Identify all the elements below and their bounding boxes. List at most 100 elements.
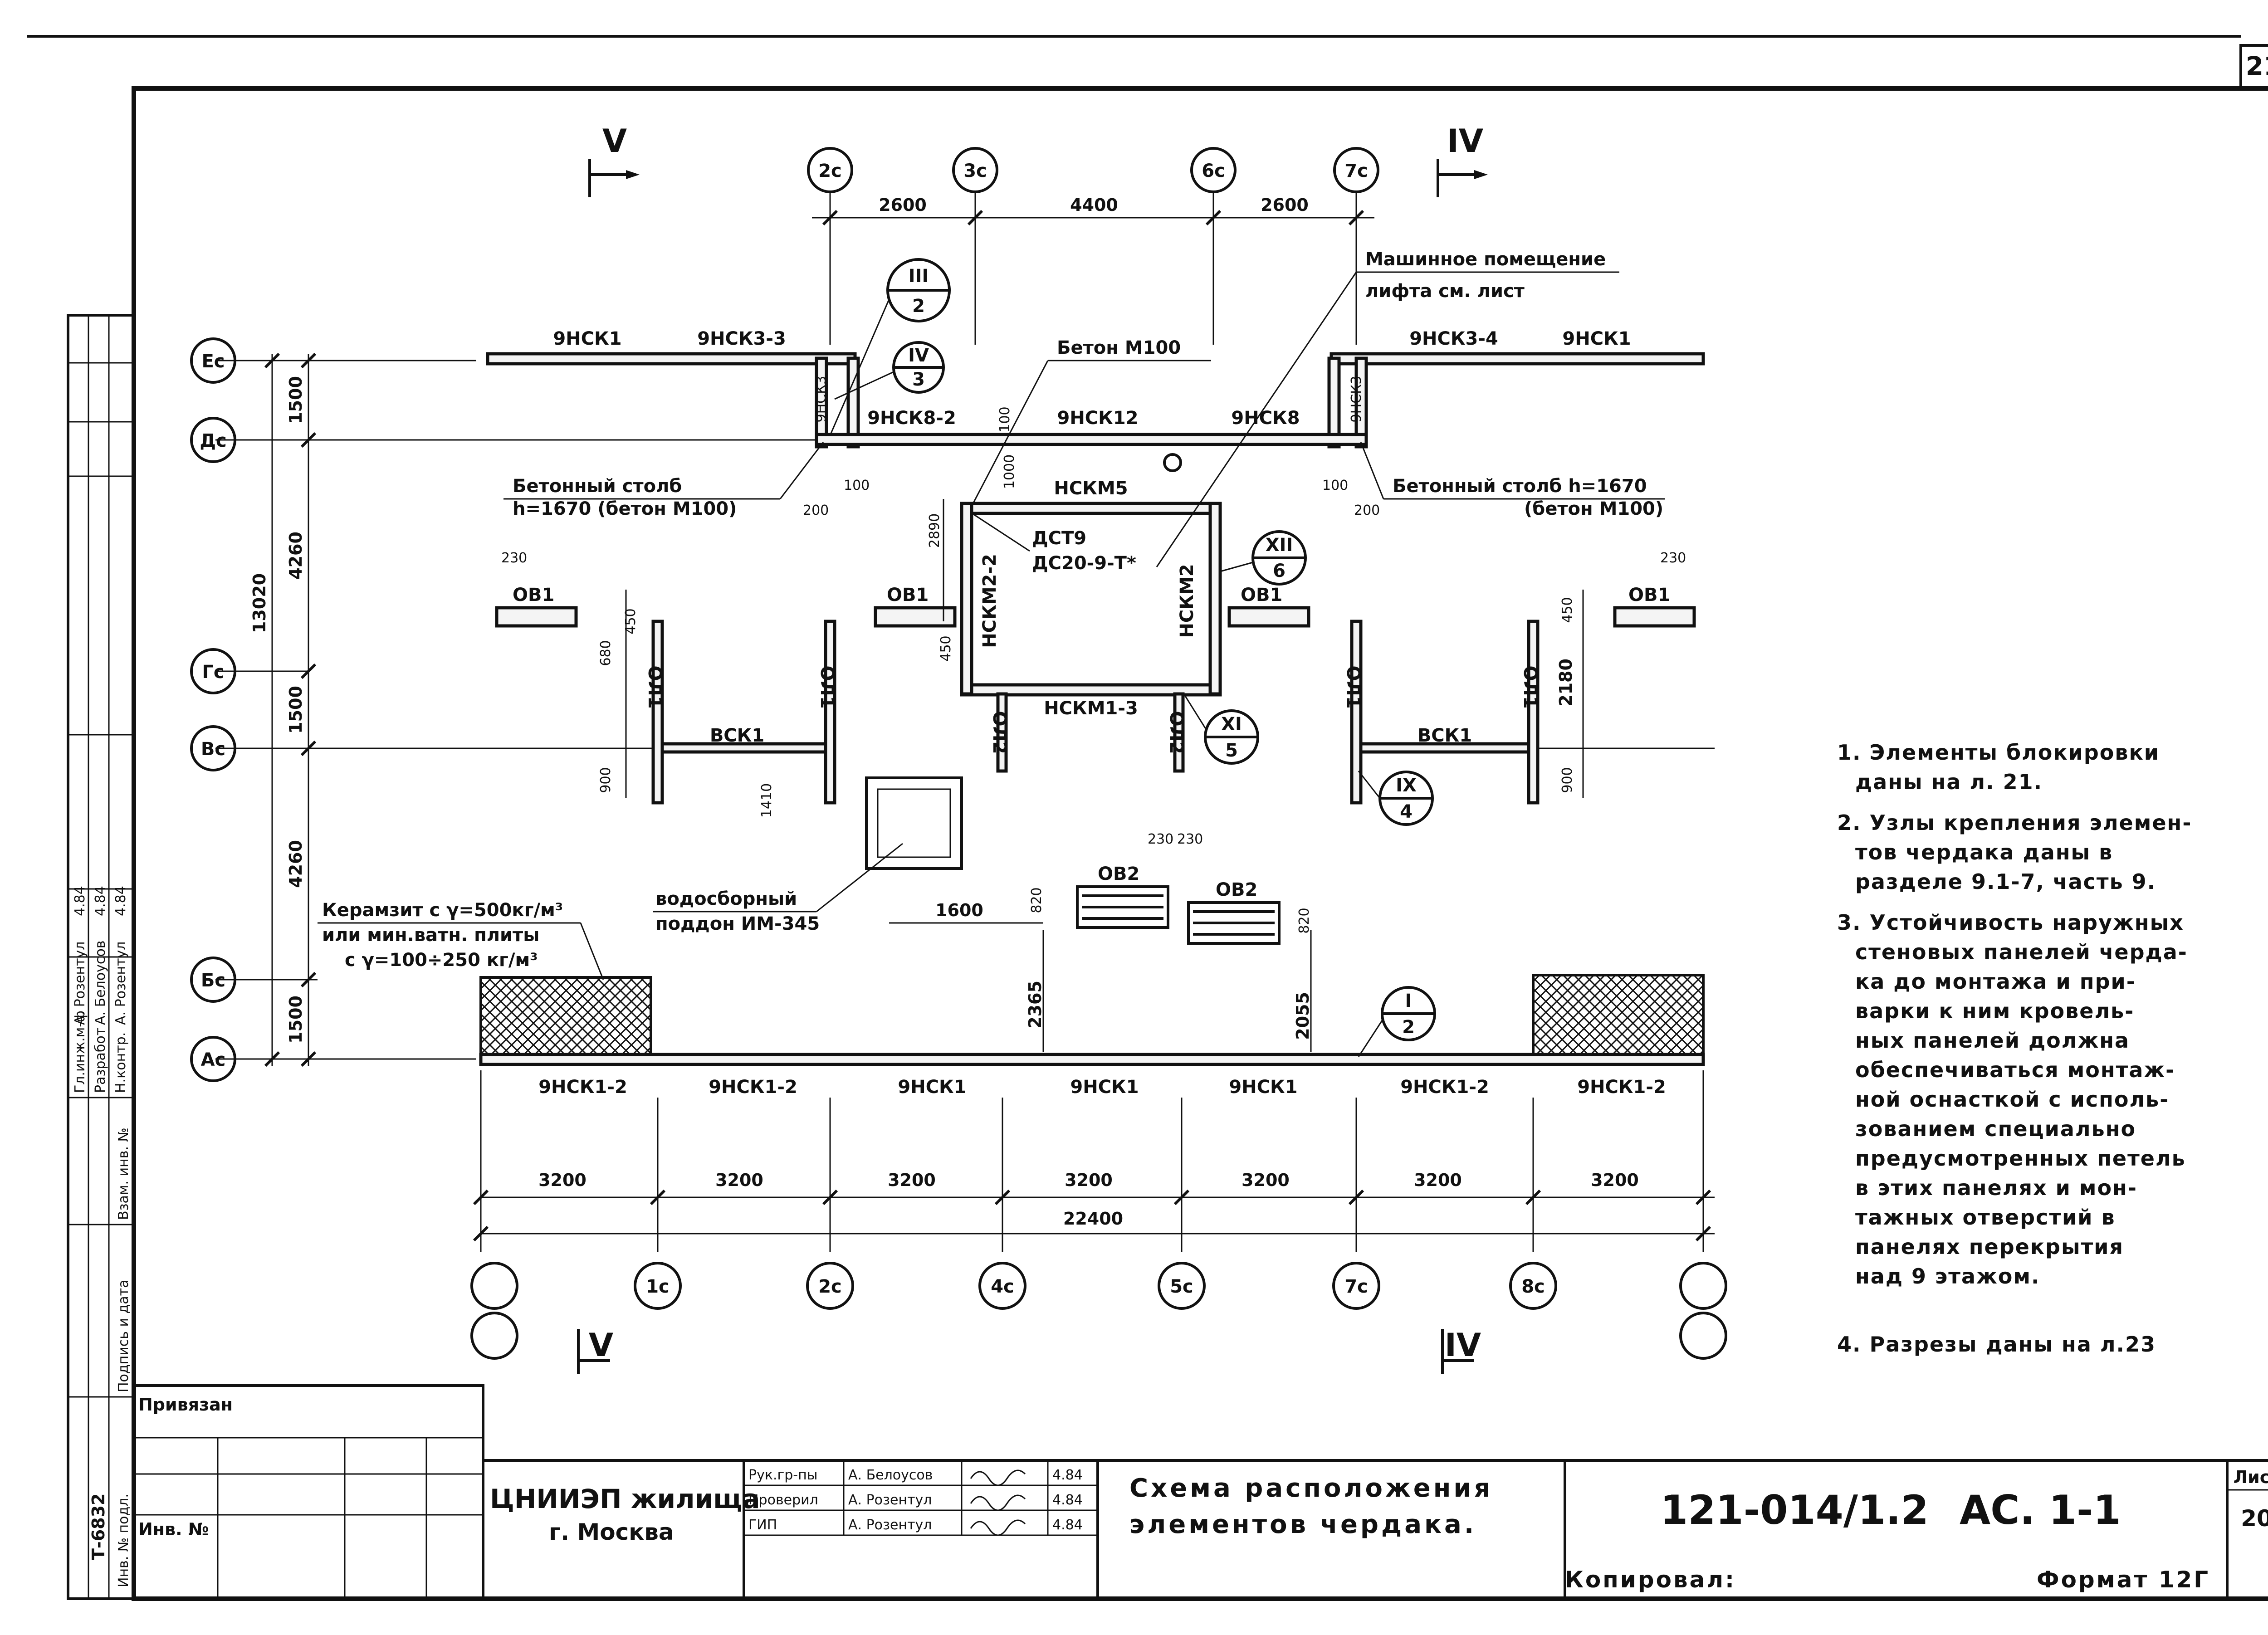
note-1-line-2: даны на л. 21.	[1855, 770, 2043, 794]
axis-bubble-Gc	[190, 648, 236, 694]
bottom-dim-6: 3200	[1414, 1170, 1462, 1190]
inner-dim-20: 820	[1296, 908, 1312, 933]
callout-IX-bottom: 4	[1400, 801, 1413, 822]
bottom-dim-3: 3200	[888, 1170, 936, 1190]
axis-bubble-Ec	[190, 337, 236, 384]
left-dim-1: 1500	[286, 376, 306, 424]
note-2-line-1: 2. Узлы крепления элемен-	[1837, 810, 2192, 835]
axis-label-1c: 1с	[646, 1276, 670, 1297]
bottom-dim-1: 3200	[538, 1170, 587, 1190]
wall-bay-right-outer	[1327, 356, 1341, 449]
axis-bubble-4c	[978, 1262, 1026, 1310]
callout-IV-bottom: 3	[912, 369, 925, 390]
note-2-line-3: разделе 9.1-7, часть 9.	[1855, 869, 2156, 894]
note-3-line-2: стеновых панелей черда-	[1855, 940, 2188, 964]
annotations: Машинное помещение лифта см. лист Бетон …	[318, 249, 1670, 980]
stamp-date-2: 4.84	[93, 886, 108, 916]
wall-bottom	[479, 1053, 1705, 1066]
vsk1-left-label: ВСК1	[710, 725, 764, 746]
axis-label-8c: 8с	[1521, 1276, 1545, 1297]
inner-dim-6: 450	[938, 635, 954, 661]
stamp-name-1: А. Розентул	[72, 942, 88, 1025]
inner-dim-5: 900	[598, 767, 614, 793]
axis-bubble-blank-right-2	[1679, 1312, 1727, 1360]
org-name: ЦНИИЭП жилища	[490, 1484, 760, 1514]
callout-IX-4: IX 4	[1358, 771, 1434, 826]
inner-dim-4: 680	[598, 640, 614, 666]
bottom-panel-labels: 9НСК1-2 9НСК1-2 9НСК1 9НСК1 9НСК1 9НСК1-…	[538, 1077, 1666, 1098]
pillar-right-line2: (бетон М100)	[1524, 498, 1663, 519]
section-v-top: V	[602, 122, 627, 160]
vent-ob1-2	[874, 606, 957, 628]
dst9-label: ДСТ9	[1032, 528, 1086, 549]
inner-dim-8: 1000	[1002, 454, 1017, 489]
vent-ob1-3	[1227, 606, 1310, 628]
axis-bubble-5c	[1158, 1262, 1206, 1310]
machine-room-left	[960, 502, 973, 696]
axis-label-Gc: Гс	[202, 662, 224, 683]
bottom-panel-4: 9НСК1	[1070, 1077, 1139, 1098]
nsk3-label-left: 9НСК3	[813, 376, 829, 423]
top-dimension-chain: 2600 4400 2600	[812, 195, 1374, 226]
drain-mark	[1163, 453, 1182, 472]
note-3-line-10: в этих панелях и мон-	[1855, 1176, 2137, 1200]
copied-label: Копировал:	[1565, 1567, 1736, 1593]
inv-no-label: Инв. №	[138, 1519, 209, 1539]
nskm2-2-label: НСКМ2-2	[979, 554, 1000, 648]
machine-room-line1: Машинное помещение	[1365, 249, 1606, 270]
beam-vsk1-right	[1359, 742, 1530, 754]
callout-XI-bottom: 5	[1225, 740, 1238, 761]
wall-top-right	[1330, 352, 1705, 366]
inner-dim-10: 200	[803, 503, 829, 518]
note-3-line-4: варки к ним кровель-	[1855, 999, 2134, 1023]
wall-bay-left-inner	[815, 356, 828, 449]
axis-bubble-1c	[634, 1262, 682, 1310]
inner-dim-22: 450	[1559, 597, 1575, 623]
note-3-line-6: обеспечиваться монтаж-	[1855, 1058, 2175, 1082]
axis-label-5c: 5с	[1170, 1276, 1193, 1297]
bottom-dim-5: 3200	[1242, 1170, 1290, 1190]
section-iv-top: IV	[1447, 122, 1483, 160]
bottom-panel-3: 9НСК1	[898, 1077, 966, 1098]
inner-dim-21: 2055	[1293, 992, 1313, 1040]
top-dim-1: 2600	[879, 195, 927, 215]
left-dim-total: 13020	[249, 573, 269, 633]
bottom-panel-7: 9НСК1-2	[1577, 1077, 1666, 1098]
inner-dim-17: 2365	[1025, 981, 1045, 1029]
axis-bubble-2c-top	[807, 147, 853, 193]
top-panel-5: 9НСК8	[1231, 408, 1300, 429]
callout-XII-6: XII 6	[1220, 530, 1307, 586]
stamp-name-2: А. Белоусов	[93, 941, 108, 1025]
ds20-label: ДС20-9-Т*	[1032, 553, 1136, 574]
role-3: ГИП	[748, 1517, 777, 1533]
insulation-right	[1532, 974, 1705, 1056]
axis-label-2c-top: 2с	[818, 161, 842, 181]
inner-dim-11: 100	[1322, 478, 1348, 493]
column-ol1-3	[1350, 620, 1363, 805]
callout-XI-top: XI	[1221, 714, 1242, 735]
privyazan-label: Привязан	[138, 1395, 233, 1415]
callout-XII-bottom: 6	[1273, 561, 1286, 581]
role-2: Проверил	[748, 1492, 818, 1508]
drawing-title-line1: Схема расположения	[1129, 1474, 1493, 1503]
title-block: Привязан Инв. № ЦНИИЭП жилища г. Москва …	[132, 1384, 2268, 1600]
date-2: 4.84	[1052, 1492, 1083, 1508]
bottom-axis-markers: 1с 2с 4с 5с 7с 8с	[470, 1262, 1727, 1360]
role-1: Рук.гр-пы	[748, 1467, 817, 1483]
sheet-corner-number: 21	[2246, 52, 2268, 81]
signature-2	[970, 1494, 1026, 1511]
axis-bubble-blank-left-2	[470, 1312, 518, 1360]
axis-bubble-Ac	[190, 1036, 236, 1082]
inner-dim-23: 2180	[1556, 659, 1576, 707]
bottom-panel-5: 9НСК1	[1229, 1077, 1297, 1098]
inner-dim-9: 100	[844, 478, 870, 493]
axis-bubble-blank-right-1	[1679, 1262, 1727, 1310]
walls	[479, 352, 1705, 1066]
ol2-label-1: ОЛ2	[989, 711, 1010, 754]
ob2-label-1: ОВ2	[1098, 864, 1139, 884]
inner-dim-2: 230	[1660, 550, 1686, 566]
drawing-mark: АС. 1-1	[1960, 1487, 2121, 1533]
side-stamp: Гл.инж.м-ф Разработ Н.контр. А. Розентул…	[67, 314, 135, 1600]
bottom-dim-7: 3200	[1591, 1170, 1639, 1190]
